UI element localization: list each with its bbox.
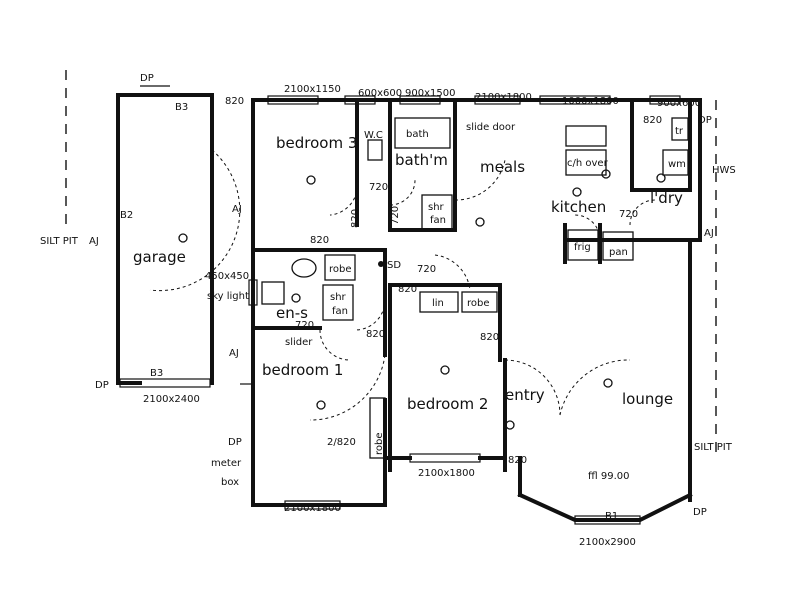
room-label-bedroom3: bedroom 3 xyxy=(276,134,357,152)
marker-aj-bedroom1: AJ xyxy=(229,348,239,359)
dimension-d2: 600x600 xyxy=(358,88,402,99)
cooktop xyxy=(565,125,607,147)
dimension-d6: 900x600 xyxy=(657,98,701,109)
fixture-label-fridge: frig xyxy=(574,242,591,253)
fixture-label-bath: bath xyxy=(406,129,429,140)
room-label-meals: meals xyxy=(480,158,525,176)
interior-walls xyxy=(251,98,692,472)
door-width-2820: 2/820 xyxy=(327,437,356,448)
trough xyxy=(671,117,689,141)
marker-b2: B2 xyxy=(120,210,133,221)
room-label-bedroom1: bedroom 1 xyxy=(262,361,343,379)
marker-b1: B1 xyxy=(605,511,618,522)
fixture-label-robe1: robe xyxy=(329,264,352,275)
fixture-label-shr1: shr xyxy=(428,202,445,213)
dimension-d5: 1000x1800 xyxy=(562,96,619,107)
fixture-label-hws: HWS xyxy=(712,165,736,176)
marker-dp-garage: DP xyxy=(95,380,109,391)
room-label-entry: entry xyxy=(505,386,545,404)
oven xyxy=(565,149,607,176)
dimension-d9: 2100x1800 xyxy=(418,468,475,479)
door-width-720-d: 720 xyxy=(295,320,314,331)
robe-2 xyxy=(461,291,498,313)
door-width-820-d: 820 xyxy=(350,209,361,228)
door-width-720-e: 720 xyxy=(619,209,638,220)
room-label-laundry: l'dry xyxy=(650,189,683,207)
fixture-label-robe3: robe xyxy=(374,432,385,455)
marker-dp-top: DP xyxy=(140,73,154,84)
marker-silt-pit-left: SILT PIT xyxy=(40,236,79,247)
room-label-wc: W.C xyxy=(364,130,383,141)
door-width-820-b: 820 xyxy=(643,115,662,126)
room-label-lounge: lounge xyxy=(622,390,673,408)
room-label-bathroom: bath'm xyxy=(395,151,448,169)
linen xyxy=(419,291,459,313)
fixture-label-slider: slider xyxy=(285,337,313,348)
fixture-label-shr2: shr xyxy=(330,292,347,303)
fixture-label-robe2: robe xyxy=(467,298,490,309)
fixtures xyxy=(261,117,689,459)
fixture-label-meter: meter xyxy=(211,458,242,469)
door-width-820-h: 820 xyxy=(508,455,527,466)
fixture-label-sd: SD xyxy=(387,260,401,271)
door-width-820-e: 820 xyxy=(398,284,417,295)
fixture-label-lin: lin xyxy=(432,298,444,309)
marker-aj-garage: AJ xyxy=(89,236,99,247)
window-marks xyxy=(119,95,681,525)
marker-dp-meter: DP xyxy=(228,437,242,448)
fixture-label-fan2: fan xyxy=(332,306,348,317)
dimension-d7: 2100x2400 xyxy=(143,394,200,405)
fridge xyxy=(567,229,599,261)
dimension-d1: 2100x1150 xyxy=(284,84,341,95)
fixture-label-slide-door: slide door xyxy=(466,122,516,133)
marker-aj-right: AJ xyxy=(704,228,714,239)
fixture-label-tr: tr xyxy=(675,126,684,137)
door-width-820-f: 820 xyxy=(480,332,499,343)
room-label-garage: garage xyxy=(133,248,186,266)
fixture-label-pantry: pan xyxy=(609,247,628,258)
door-arcs xyxy=(149,149,656,421)
marker-dp-right-top: DP xyxy=(698,115,712,126)
shower-2 xyxy=(322,284,354,321)
door-width-720-c: 720 xyxy=(417,264,436,275)
dimension-d3: 900x1500 xyxy=(405,88,455,99)
fixture-label-box: box xyxy=(221,477,239,488)
door-width-820-a: 820 xyxy=(225,96,244,107)
marker-aj-left: AJ xyxy=(232,204,242,215)
marker-dp-right-bottom: DP xyxy=(693,507,707,518)
room-label-kitchen: kitchen xyxy=(551,198,606,216)
marker-b3-bottom: B3 xyxy=(150,368,163,379)
door-width-720-b: 720 xyxy=(390,206,401,225)
garage-walls xyxy=(116,85,214,385)
washing-machine xyxy=(662,149,689,176)
dimension-d10: 2100x2900 xyxy=(579,537,636,548)
door-width-820-c: 820 xyxy=(310,235,329,246)
sky-light xyxy=(261,281,285,305)
dimension-d8: 2100x1800 xyxy=(284,503,341,514)
door-width-720-a: 720 xyxy=(369,182,388,193)
room-label-ensuite: en-s xyxy=(276,304,308,322)
dimension-d4: 2100x1800 xyxy=(475,92,532,103)
fixture-label-sky-light-size: 450x450 xyxy=(205,271,249,282)
marker-b3-top: B3 xyxy=(175,102,188,113)
pantry xyxy=(602,231,634,261)
light-points xyxy=(178,169,666,430)
vanity-basin xyxy=(291,258,317,278)
fixture-label-sky-light: sky light xyxy=(207,291,249,302)
room-label-bedroom2: bedroom 2 xyxy=(407,395,488,413)
house-outer-walls xyxy=(240,98,702,522)
robe-3 xyxy=(369,397,386,459)
marker-silt-pit-right: SILT PIT xyxy=(694,442,733,453)
bath-tub xyxy=(394,117,451,149)
shower-1 xyxy=(421,194,453,231)
fixture-label-fan1: fan xyxy=(430,215,446,226)
fixture-label-ffl: ffl 99.00 xyxy=(588,471,629,482)
fixture-label-oven: c/h over xyxy=(567,158,609,169)
robe-1 xyxy=(324,254,356,281)
door-width-820-g: 820 xyxy=(366,329,385,340)
toilet xyxy=(367,139,383,161)
fixture-label-wm: wm xyxy=(668,159,686,170)
